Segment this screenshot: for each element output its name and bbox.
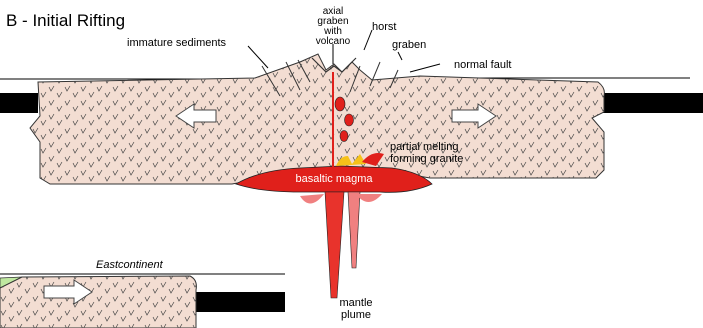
- lithosphere-slab-lower: [195, 292, 285, 312]
- panel-title: B - Initial Rifting: [6, 11, 125, 30]
- graben-label: graben: [392, 39, 426, 51]
- basaltic-magma-label: basaltic magma: [295, 173, 373, 185]
- svg-text:partial melting: partial melting: [390, 141, 458, 153]
- mantle-plume-secondary: [348, 192, 360, 268]
- normal-fault-label: normal fault: [454, 59, 511, 71]
- svg-text:plume: plume: [341, 309, 371, 321]
- mantle-plume-label: mantle plume: [339, 297, 372, 321]
- mantle-plume-main: [325, 192, 344, 298]
- svg-text:mantle: mantle: [339, 297, 372, 309]
- svg-text:volcano: volcano: [316, 36, 351, 47]
- immature-sediments-label: immature sediments: [127, 37, 227, 49]
- lithosphere-slab-left: [0, 93, 38, 113]
- lithosphere-slab-right: [598, 93, 703, 113]
- horst-label: horst: [372, 21, 396, 33]
- partial-melting-label: partial melting forming granite: [390, 141, 463, 165]
- axial-graben-label: axial graben with volcano: [316, 6, 351, 47]
- svg-text:forming granite: forming granite: [390, 153, 463, 165]
- eastcontinent-label: Eastcontinent: [96, 259, 164, 271]
